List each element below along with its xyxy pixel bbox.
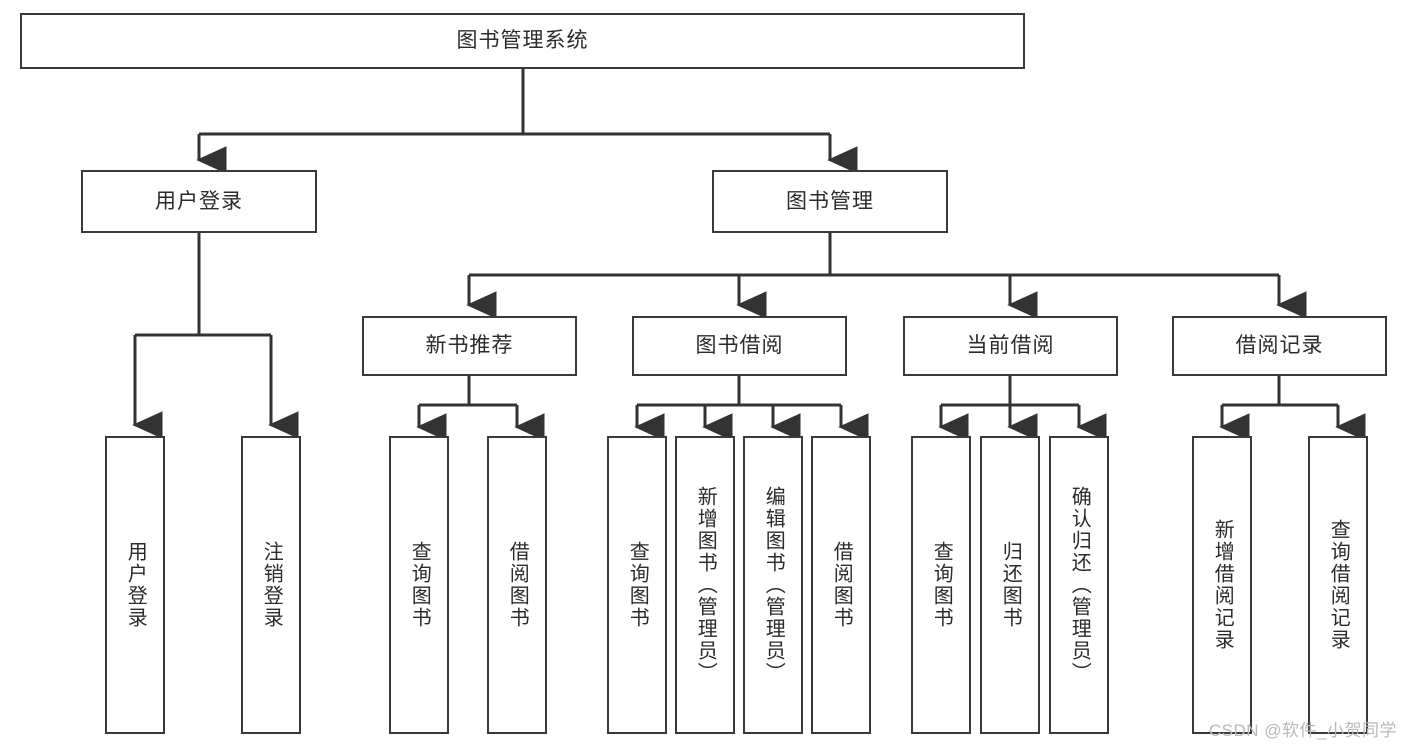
- watermark-text: CSDN @软件_小贺同学: [1208, 721, 1397, 740]
- leaf-add-book-admin[interactable]: 新增图书（管理员）: [675, 436, 735, 734]
- node-label: 新增图书（管理员）: [694, 486, 717, 684]
- node-label: 图书管理: [786, 189, 874, 213]
- node-label: 用户登录: [155, 189, 243, 213]
- node-label: 查询图书: [930, 541, 953, 629]
- node-label: 借阅图书: [830, 541, 853, 629]
- node-label: 新增借阅记录: [1211, 519, 1234, 651]
- node-label: 注销登录: [260, 541, 283, 629]
- leaf-query-book-recommendation[interactable]: 查询图书: [389, 436, 449, 734]
- node-label: 当前借阅: [966, 334, 1055, 358]
- node-label: 新书推荐: [425, 334, 514, 358]
- leaf-add-borrow-record[interactable]: 新增借阅记录: [1192, 436, 1252, 734]
- leaf-user-login[interactable]: 用户登录: [105, 436, 165, 734]
- leaf-return-book[interactable]: 归还图书: [980, 436, 1040, 734]
- node-book-management[interactable]: 图书管理: [712, 170, 948, 233]
- node-current-borrow[interactable]: 当前借阅: [903, 316, 1118, 376]
- node-borrow-record[interactable]: 借阅记录: [1172, 316, 1387, 376]
- node-root-system[interactable]: 图书管理系统: [20, 13, 1025, 69]
- node-book-borrow[interactable]: 图书借阅: [632, 316, 847, 376]
- node-label: 编辑图书（管理员）: [762, 486, 785, 684]
- leaf-query-book[interactable]: 查询图书: [607, 436, 667, 734]
- node-label: 确认归还（管理员）: [1068, 486, 1091, 684]
- node-label: 图书管理系统: [456, 29, 589, 53]
- node-label: 图书借阅: [695, 334, 784, 358]
- node-label: 查询图书: [408, 541, 431, 629]
- node-label: 查询借阅记录: [1327, 519, 1350, 651]
- node-new-book-recommendation[interactable]: 新书推荐: [362, 316, 577, 376]
- node-label: 借阅图书: [506, 541, 529, 629]
- node-label: 借阅记录: [1235, 334, 1324, 358]
- leaf-logout[interactable]: 注销登录: [241, 436, 301, 734]
- leaf-borrow-book[interactable]: 借阅图书: [811, 436, 871, 734]
- node-label: 用户登录: [124, 541, 147, 629]
- node-label: 归还图书: [999, 541, 1022, 629]
- leaf-borrow-book-recommendation[interactable]: 借阅图书: [487, 436, 547, 734]
- leaf-query-book-current[interactable]: 查询图书: [911, 436, 971, 734]
- node-label: 查询图书: [626, 541, 649, 629]
- leaf-confirm-return-admin[interactable]: 确认归还（管理员）: [1049, 436, 1109, 734]
- node-user-login[interactable]: 用户登录: [81, 170, 317, 233]
- leaf-query-borrow-record[interactable]: 查询借阅记录: [1308, 436, 1368, 734]
- leaf-edit-book-admin[interactable]: 编辑图书（管理员）: [743, 436, 803, 734]
